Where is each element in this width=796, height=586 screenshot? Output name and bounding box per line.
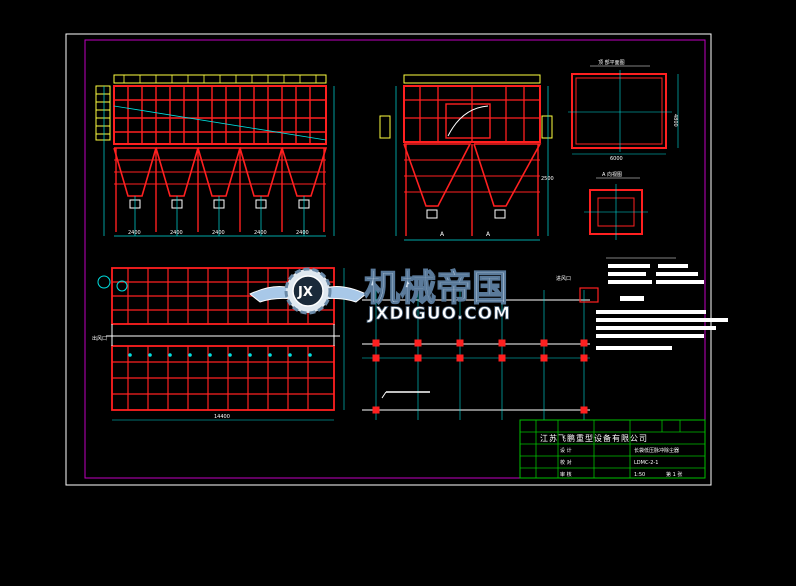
- title-block: 江苏飞鹏重型设备有限公司 设 计 校 对 审 核 长袋低压脉冲除尘器 LDMC-…: [519, 419, 706, 479]
- watermark-badge: JX: [297, 285, 313, 300]
- outer-border: [65, 33, 712, 486]
- plan-view: 14400 出风口: [92, 267, 345, 421]
- title-scale: 1:50: [634, 472, 645, 478]
- watermark-en: JXDIGUO.COM: [367, 304, 511, 324]
- section-a-right: A: [486, 231, 491, 238]
- plan-right-note: 进风口: [556, 275, 571, 282]
- inlet-view-title: A 向视图: [602, 171, 622, 178]
- top-view-title: 顶 部平面图: [598, 59, 625, 66]
- foundation-plan: 进风口: [362, 275, 599, 420]
- side-elevation-view: A A 2500: [379, 74, 554, 241]
- title-sheet: 第 1 张: [666, 471, 682, 478]
- title-row-review: 审 核: [560, 471, 572, 478]
- dim-bay-1: 2400: [128, 230, 141, 236]
- dim-bay-4: 2400: [254, 230, 267, 236]
- title-drawing-no: LDMC-2-1: [634, 460, 658, 466]
- technical-notes: [596, 257, 728, 350]
- dim-plan-total: 14400: [214, 414, 230, 420]
- dim-bay-5: 2400: [296, 230, 309, 236]
- inner-border: [84, 39, 706, 479]
- title-drawing-name: 长袋低压脉冲除尘器: [634, 447, 679, 454]
- front-elevation-view: 2400 2400 2400 2400 2400: [95, 74, 335, 237]
- dim-top-width: 6000: [610, 156, 623, 162]
- dim-bay-3: 2400: [212, 230, 225, 236]
- title-row-design: 设 计: [560, 447, 572, 454]
- dim-bay-2: 2400: [170, 230, 183, 236]
- dim-side-height: 2500: [541, 176, 554, 182]
- watermark-cn: 机械帝国: [364, 268, 508, 309]
- watermark-logo: JX 机械帝国 JXDIGUO.COM: [249, 267, 511, 324]
- dim-top-height: 4800: [672, 114, 678, 127]
- top-plan-view: 顶 部平面图 6000 4800 A 向视图: [568, 59, 679, 240]
- title-row-check: 校 对: [560, 459, 572, 466]
- plan-left-note: 出风口: [92, 335, 107, 342]
- section-a-left: A: [440, 231, 445, 238]
- title-company: 江苏飞鹏重型设备有限公司: [540, 433, 648, 443]
